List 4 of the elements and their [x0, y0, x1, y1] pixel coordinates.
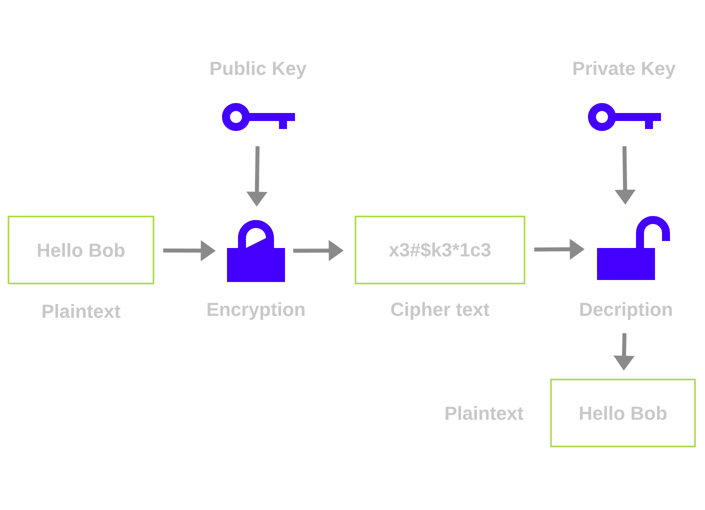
open-padlock-icon: [597, 216, 670, 280]
key-icon: [222, 103, 295, 131]
key-icon: [588, 103, 661, 131]
padlock-icon: [227, 220, 285, 282]
